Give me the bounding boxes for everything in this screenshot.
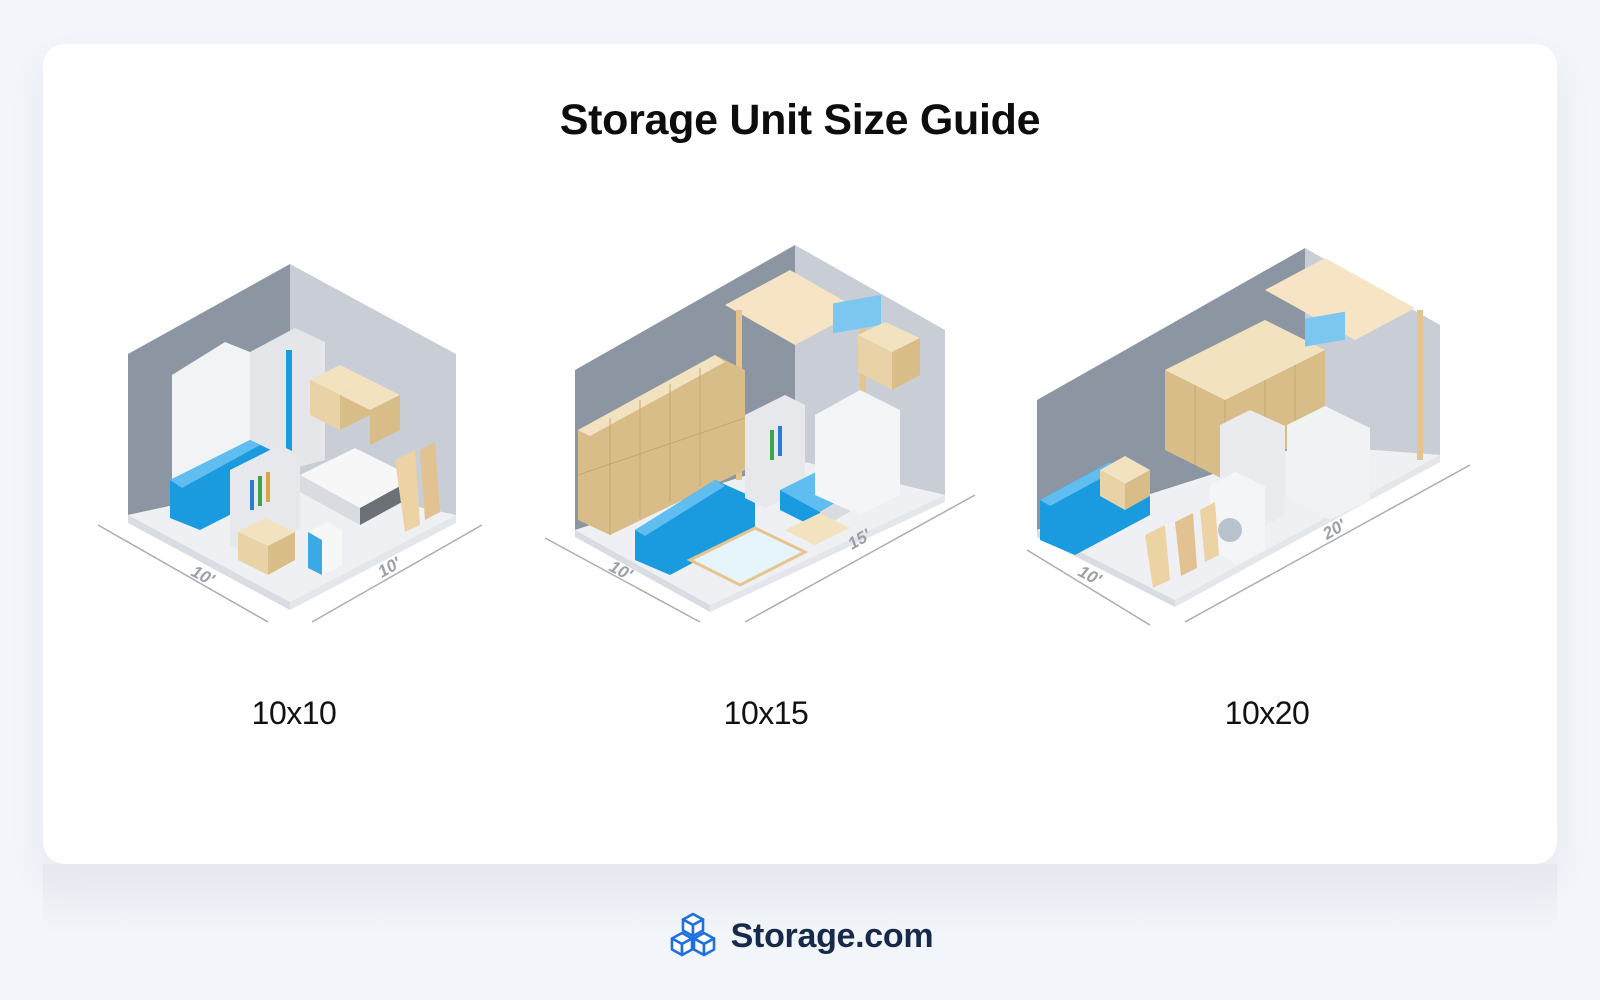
unit-size-label: 10x20	[1224, 695, 1310, 731]
brand-footer: Storage.com	[0, 910, 1600, 962]
unit-10x20-illustration: 10' 20'	[1025, 230, 1485, 650]
card-shadow	[43, 864, 1557, 934]
brand-name[interactable]: Storage.com	[730, 916, 934, 955]
unit-10x15-illustration: 10' 15'	[540, 230, 1000, 650]
storage-unit-10x10-drawing: 10' 10'	[97, 264, 483, 623]
stacked-cubes-icon	[670, 912, 715, 957]
unit-10x10-illustration: 10' 10'	[90, 230, 550, 650]
storage-unit-10x15-drawing: 10' 15'	[544, 245, 976, 623]
unit-size-label: 10x10	[251, 695, 337, 731]
storage-unit-10x20-drawing: 10' 20'	[1026, 248, 1471, 626]
unit-size-label: 10x15	[723, 695, 809, 731]
page-title: Storage Unit Size Guide	[559, 96, 1041, 144]
